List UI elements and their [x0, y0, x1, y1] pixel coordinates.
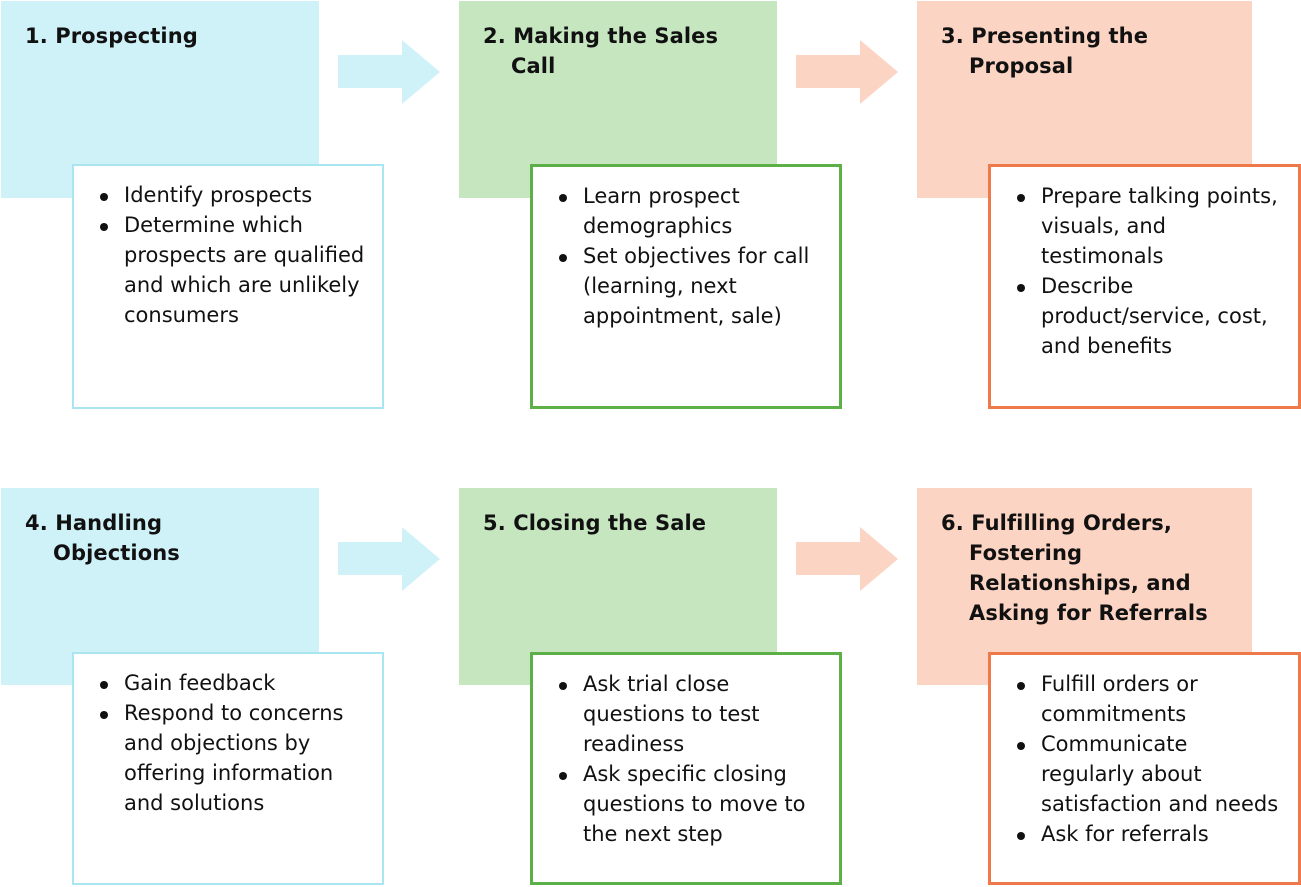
stage-1-details: Identify prospects Determine which prosp… [72, 164, 384, 409]
bullet-item: Respond to concerns and objections by of… [96, 698, 366, 818]
bullet-item: Ask trial close questions to test readin… [555, 669, 823, 759]
bullet-item: Determine which prospects are qualified … [96, 210, 366, 330]
stage-title: 1. Prospecting [25, 24, 198, 48]
bullet-item: Prepare talking points, visuals, and tes… [1013, 181, 1282, 271]
arrow-shape [796, 40, 898, 104]
arrow-right-icon [796, 527, 898, 591]
stage-title: 2. Making the Sales Call [483, 24, 719, 78]
arrow-right-icon [338, 40, 440, 104]
stage-title: 5. Closing the Sale [483, 511, 707, 535]
bullet-item: Ask specific closing questions to move t… [555, 759, 823, 849]
bullet-item: Gain feedback [96, 668, 366, 698]
bullet-item: Learn prospect demographics [555, 181, 823, 241]
arrow-shape [796, 527, 898, 591]
stage-title: 4. Handling Objections [25, 511, 180, 565]
stage-title: 3. Presenting the Proposal [941, 24, 1149, 78]
arrow-right-icon [338, 527, 440, 591]
stage-2-details: Learn prospect demographics Set objectiv… [530, 164, 842, 409]
stage-6-details: Fulfill orders or commitments Communicat… [988, 652, 1301, 885]
bullet-item: Fulfill orders or commitments [1013, 669, 1282, 729]
arrow-shape [338, 527, 440, 591]
bullet-item: Describe product/service, cost, and bene… [1013, 271, 1282, 361]
bullet-item: Set objectives for call (learning, next … [555, 241, 823, 331]
stage-3-details: Prepare talking points, visuals, and tes… [988, 164, 1301, 409]
stage-5-details: Ask trial close questions to test readin… [530, 652, 842, 885]
bullet-item: Identify prospects [96, 180, 366, 210]
arrow-shape [338, 40, 440, 104]
arrow-right-icon [796, 40, 898, 104]
bullet-item: Communicate regularly about satisfaction… [1013, 729, 1282, 819]
bullet-item: Ask for referrals [1013, 819, 1282, 849]
stage-4-details: Gain feedback Respond to concerns and ob… [72, 652, 384, 885]
stage-title: 6. Fulfilling Orders, Fostering Relation… [941, 511, 1208, 625]
